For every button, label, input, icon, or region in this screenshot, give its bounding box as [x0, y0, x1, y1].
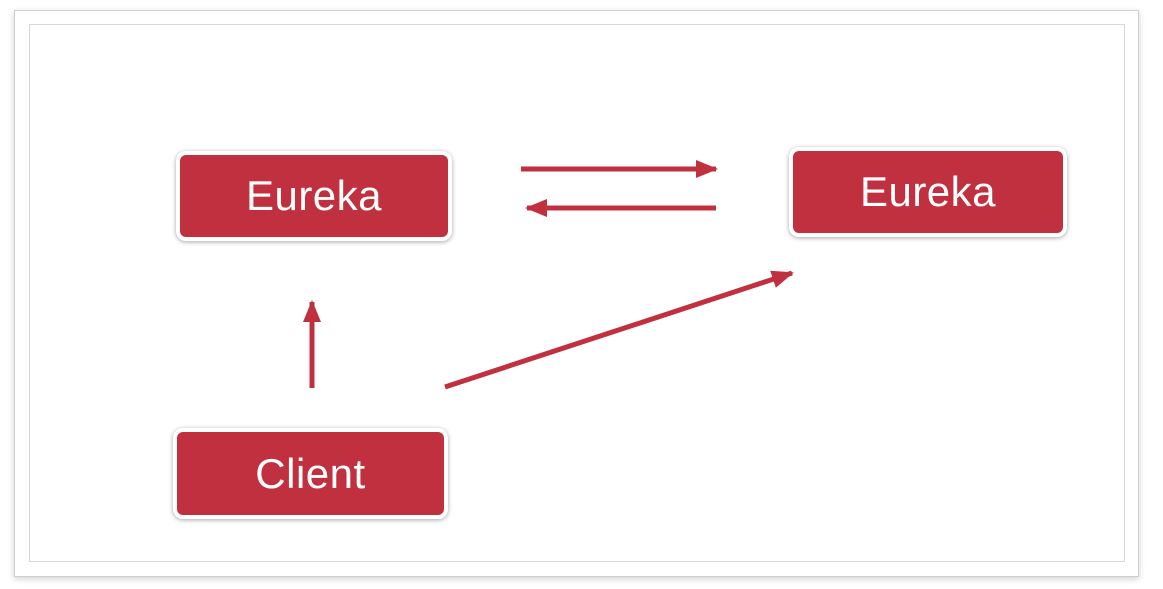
eureka-node-right: Eureka [789, 147, 1067, 237]
eureka-node-left: Eureka [176, 151, 452, 241]
eureka-node-right-label: Eureka [859, 168, 997, 215]
eureka-node-left-label: Eureka [245, 172, 383, 219]
client-node-label: Client [255, 449, 366, 497]
client-node: Client [173, 428, 448, 519]
